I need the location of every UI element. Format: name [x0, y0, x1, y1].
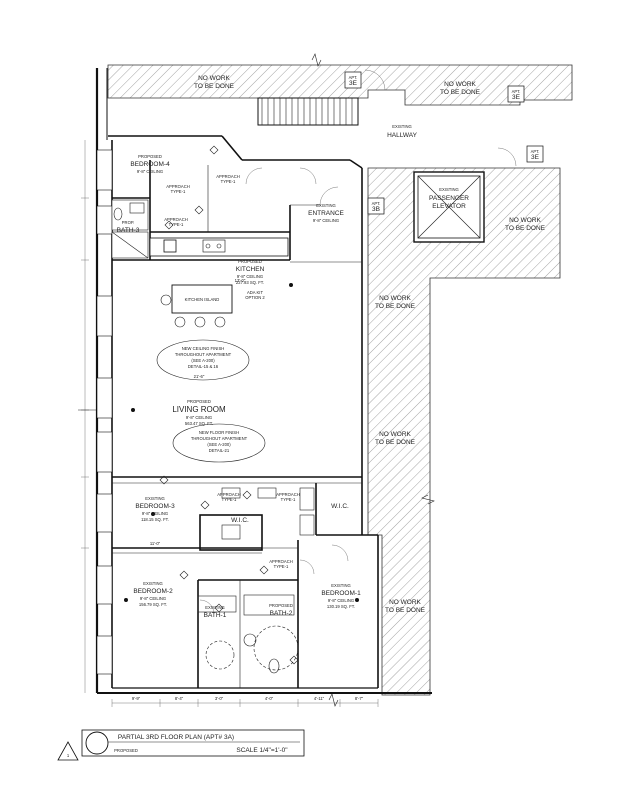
- room-markers: [124, 283, 359, 602]
- drawing-title: PARTIAL 3RD FLOOR PLAN (APT# 3A): [118, 734, 234, 741]
- svg-text:APT.3E: APT.3E: [349, 75, 358, 87]
- no-work-label: NO WORK: [444, 81, 476, 88]
- kitchen-island-label: KITCHEN ISLAND: [185, 297, 220, 302]
- apartment-tags: APT.3E APT.3E APT.3E APT.3B: [344, 71, 544, 215]
- kitchen-island: [160, 284, 233, 328]
- approach-tag: APPROACH: [166, 184, 190, 189]
- break-marks: [78, 53, 435, 707]
- svg-text:APT.3E: APT.3E: [531, 149, 540, 161]
- no-work-label: NO WORK: [389, 599, 421, 606]
- finish-tag-diamonds: [159, 145, 299, 665]
- dim-bottom: 8'-4": [175, 696, 184, 701]
- dim-bottom: 9'-9": [132, 696, 141, 701]
- apt-tag: APT.: [512, 89, 521, 94]
- ada-tag: ADA KIT: [247, 290, 263, 295]
- drawing-subtitle: PROPOSED: [114, 748, 138, 753]
- bath-3-label: PROP.BATH-3: [117, 220, 140, 234]
- dim-bottom: 3'-0": [215, 696, 224, 701]
- dim-bottom: 8'-7": [355, 696, 364, 701]
- door-swings: [199, 69, 517, 615]
- approach-tag: APPROACH: [276, 492, 300, 497]
- no-work-label: NO WORK: [379, 295, 411, 302]
- apt-tag: APT.: [349, 75, 358, 80]
- stair: [257, 97, 359, 126]
- dimension-lines: [81, 140, 379, 707]
- dim-bottom: 4'-11": [314, 696, 325, 701]
- dim-kitchen: 13'-0": [235, 278, 246, 283]
- dim-bottom: 4'-0": [265, 696, 274, 701]
- no-work-label: NO WORK: [379, 431, 411, 438]
- approach-tag: APPROACH: [216, 174, 240, 179]
- wic-left-label: W.I.C.: [231, 517, 249, 524]
- dimension-text: 9'-9" 8'-4" 3'-0" 4'-0" 4'-11" 8'-7" 21'…: [132, 278, 364, 701]
- wic-right-label: W.I.C.: [331, 503, 349, 510]
- approach-tag: APPROACH: [217, 492, 241, 497]
- apt-tag: APT.: [372, 201, 381, 206]
- kitchen-counter: [149, 237, 289, 257]
- no-work-label: NO WORK: [198, 75, 230, 82]
- svg-text:APT.3B: APT.3B: [372, 201, 381, 213]
- elevator-shaft: [413, 171, 485, 243]
- west-windows: [96, 149, 113, 675]
- approach-tag: APPROACH: [269, 559, 293, 564]
- drawing-number: 1: [67, 753, 70, 758]
- approach-tag: APPROACH: [164, 217, 188, 222]
- stall-bath3: [111, 231, 149, 259]
- no-work-label: NO WORK: [509, 217, 541, 224]
- dim-living: 21'-6": [194, 374, 205, 379]
- apt-tag: APT.: [531, 149, 540, 154]
- title-block: 1 PARTIAL 3RD FLOOR PLAN (APT# 3A) PROPO…: [57, 729, 305, 761]
- dim-bedroom: 11'-0": [150, 541, 161, 546]
- drawing-scale: SCALE 1/4"=1'-0": [236, 747, 288, 754]
- plumbing-fixtures: [111, 199, 315, 674]
- svg-text:APT.3E: APT.3E: [512, 89, 521, 101]
